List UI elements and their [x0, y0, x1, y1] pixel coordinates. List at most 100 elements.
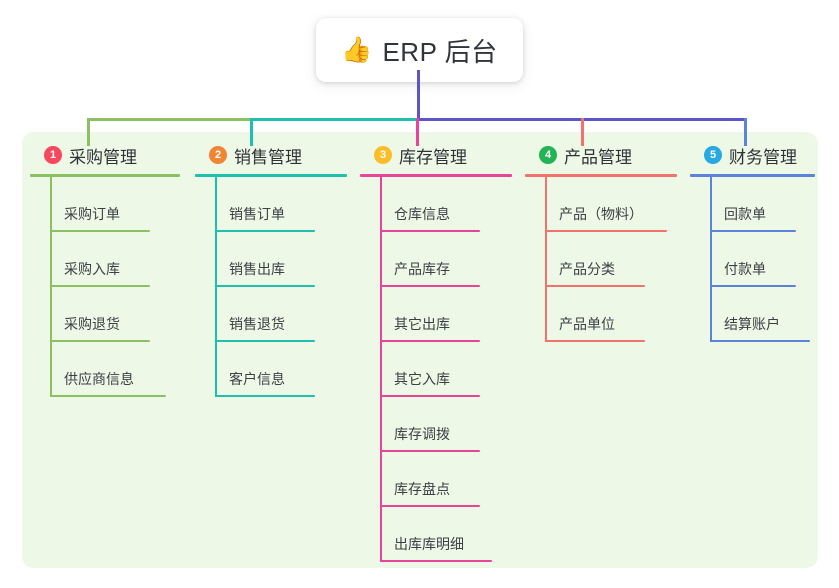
branch-title-5: 财务管理 [729, 147, 797, 167]
branch-item-label: 仓库信息 [394, 206, 450, 222]
root-stem-connector [417, 70, 420, 121]
branch-number-badge-1: 1 [44, 146, 62, 164]
branch-column-1: 1 采购管理采购订单采购入库采购退货供应商信息 [30, 143, 180, 397]
branch-item-underline [50, 395, 166, 397]
branch-item-underline [215, 230, 315, 232]
drop-col3-connector [416, 118, 419, 146]
branch-item[interactable]: 产品库存 [380, 232, 512, 287]
branch-item-underline [50, 285, 150, 287]
branch-title-4: 产品管理 [564, 147, 632, 167]
branch-underline-5 [690, 174, 815, 177]
branch-spine-4 [545, 177, 547, 342]
bus-teal-connector [250, 118, 417, 121]
branch-item-underline [380, 560, 492, 562]
branch-column-3: 3 库存管理仓库信息产品库存其它出库其它入库库存调拨库存盘点出库库明细 [360, 143, 512, 562]
branch-item-underline [50, 230, 150, 232]
branch-item[interactable]: 采购退货 [50, 287, 180, 342]
branch-item-underline [545, 340, 645, 342]
branch-spine-5 [710, 177, 712, 342]
branch-item-underline [380, 450, 480, 452]
branch-item-underline [215, 285, 315, 287]
branch-item[interactable]: 库存盘点 [380, 452, 512, 507]
branch-item[interactable]: 结算账户 [710, 287, 815, 342]
branch-item-label: 采购退货 [64, 316, 120, 332]
branch-header-1[interactable]: 1 采购管理 [30, 143, 180, 167]
branch-number-badge-3: 3 [374, 146, 392, 164]
branch-item[interactable]: 仓库信息 [380, 177, 512, 232]
branch-item-label: 采购订单 [64, 206, 120, 222]
branch-item-underline [710, 230, 796, 232]
branch-item[interactable]: 采购入库 [50, 232, 180, 287]
branch-item[interactable]: 回款单 [710, 177, 815, 232]
branch-title-2: 销售管理 [234, 147, 302, 167]
drop-col5-connector [744, 118, 747, 146]
branch-underline-2 [195, 174, 347, 177]
branch-column-2: 2 销售管理销售订单销售出库销售退货客户信息 [195, 143, 347, 397]
branch-spine-3 [380, 177, 382, 562]
drop-col1-connector [87, 118, 90, 146]
branch-underline-4 [525, 174, 677, 177]
branch-item[interactable]: 产品单位 [545, 287, 677, 342]
branch-item[interactable]: 库存调拨 [380, 397, 512, 452]
branch-item-underline [380, 285, 480, 287]
branch-item[interactable]: 付款单 [710, 232, 815, 287]
branch-items-3: 仓库信息产品库存其它出库其它入库库存调拨库存盘点出库库明细 [360, 177, 512, 562]
branch-item[interactable]: 其它出库 [380, 287, 512, 342]
root-node[interactable]: 👍 ERP 后台 [316, 18, 523, 82]
thumbs-up-icon: 👍 [341, 35, 373, 64]
branch-item-label: 结算账户 [724, 316, 780, 332]
branch-number-badge-2: 2 [209, 146, 227, 164]
branch-item-label: 产品库存 [394, 261, 450, 277]
branch-title-1: 采购管理 [69, 147, 137, 167]
branch-item-underline [545, 230, 667, 232]
branch-item-label: 产品（物料） [559, 206, 643, 222]
branch-items-5: 回款单付款单结算账户 [690, 177, 815, 342]
branch-item-underline [380, 505, 480, 507]
branch-item-label: 销售退货 [229, 316, 285, 332]
branch-item[interactable]: 销售出库 [215, 232, 347, 287]
bus-green-connector [87, 118, 251, 121]
branch-item-underline [380, 340, 480, 342]
branch-items-4: 产品（物料） 产品分类产品单位 [525, 177, 677, 342]
branch-item-label: 出库库明细 [394, 536, 464, 552]
drop-col2-connector [250, 118, 253, 146]
diagram-background-panel [22, 132, 818, 568]
branch-item[interactable]: 产品分类 [545, 232, 677, 287]
branch-header-2[interactable]: 2 销售管理 [195, 143, 347, 167]
branch-item-label: 库存调拨 [394, 426, 450, 442]
branch-item[interactable]: 客户信息 [215, 342, 347, 397]
drop-col4-connector [581, 118, 584, 146]
branch-item[interactable]: 其它入库 [380, 342, 512, 397]
branch-item-underline [215, 340, 315, 342]
branch-item-label: 产品分类 [559, 261, 615, 277]
branch-items-2: 销售订单销售出库销售退货客户信息 [195, 177, 347, 397]
branch-item-label: 供应商信息 [64, 371, 134, 387]
branch-item-underline [710, 340, 810, 342]
branch-item-label: 付款单 [724, 261, 766, 277]
branch-item[interactable]: 销售退货 [215, 287, 347, 342]
branch-item[interactable]: 销售订单 [215, 177, 347, 232]
branch-item-underline [215, 395, 315, 397]
branch-item[interactable]: 产品（物料） [545, 177, 677, 232]
branch-item-label: 客户信息 [229, 371, 285, 387]
root-node-title: ERP 后台 [382, 36, 498, 67]
branch-item[interactable]: 供应商信息 [50, 342, 180, 397]
branch-item[interactable]: 采购订单 [50, 177, 180, 232]
branch-spine-1 [50, 177, 52, 397]
branch-item-label: 其它出库 [394, 316, 450, 332]
branch-item-label: 销售订单 [229, 206, 285, 222]
branch-header-5[interactable]: 5 财务管理 [690, 143, 815, 167]
branch-underline-3 [360, 174, 512, 177]
branch-item-underline [50, 340, 150, 342]
branch-items-1: 采购订单采购入库采购退货供应商信息 [30, 177, 180, 397]
branch-title-3: 库存管理 [399, 147, 467, 167]
branch-item-label: 回款单 [724, 206, 766, 222]
branch-header-3[interactable]: 3 库存管理 [360, 143, 512, 167]
branch-spine-2 [215, 177, 217, 397]
branch-item-underline [710, 285, 796, 287]
branch-number-badge-5: 5 [704, 146, 722, 164]
branch-item[interactable]: 出库库明细 [380, 507, 512, 562]
branch-item-label: 产品单位 [559, 316, 615, 332]
